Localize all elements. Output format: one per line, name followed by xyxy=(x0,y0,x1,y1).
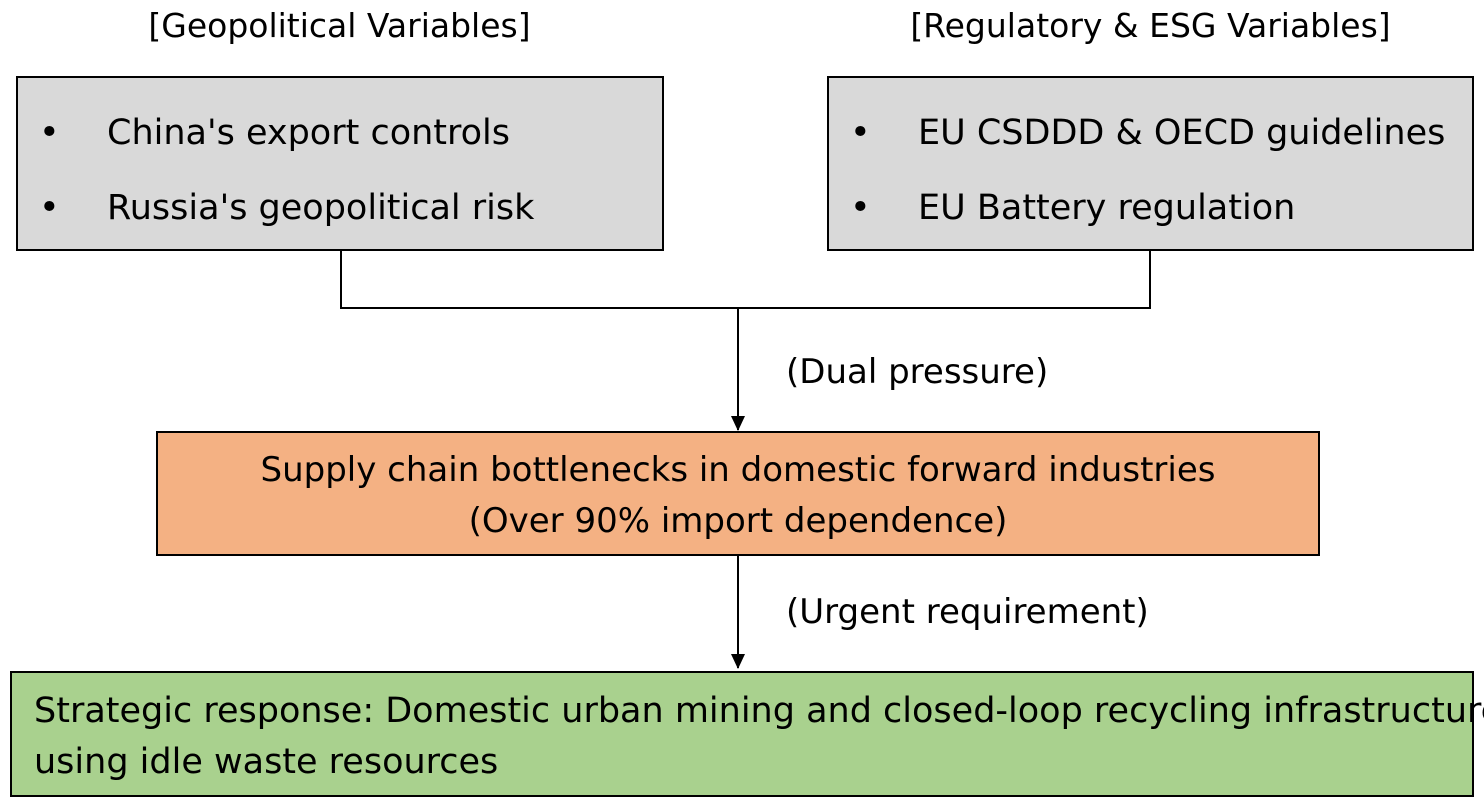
bullet-icon: • xyxy=(39,113,60,153)
list-item: • EU CSDDD & OECD guidelines xyxy=(829,104,1472,179)
list-item: • China's export controls xyxy=(18,104,662,179)
bullet-icon: • xyxy=(850,188,871,228)
dual-pressure-arrowhead-icon xyxy=(731,416,745,431)
strategic-response-box: Strategic response: Domestic urban minin… xyxy=(10,671,1484,797)
bullet-icon: • xyxy=(850,113,871,153)
regulatory-item-csddd: EU CSDDD & OECD guidelines xyxy=(918,113,1446,153)
geopolitical-list: • China's export controls • Russia's geo… xyxy=(18,104,662,254)
urgent-requirement-label: (Urgent requirement) xyxy=(786,592,1149,632)
response-line-2: using idle waste resources xyxy=(34,742,499,782)
regulatory-item-battery: EU Battery regulation xyxy=(918,188,1296,228)
geopolitical-item-russia: Russia's geopolitical risk xyxy=(107,188,535,228)
list-item: • EU Battery regulation xyxy=(829,179,1472,254)
geopolitical-item-china: China's export controls xyxy=(107,113,511,153)
response-line-1: Strategic response: Domestic urban minin… xyxy=(34,691,1484,731)
bottleneck-title: Supply chain bottlenecks in domestic for… xyxy=(260,450,1216,490)
urgent-requirement-arrowhead-icon xyxy=(731,654,745,669)
regulatory-header: [Regulatory & ESG Variables] xyxy=(910,6,1391,45)
bottleneck-subtitle: (Over 90% import dependence) xyxy=(468,501,1008,541)
supply-chain-bottleneck-box: Supply chain bottlenecks in domestic for… xyxy=(156,431,1320,556)
list-item: • Russia's geopolitical risk xyxy=(18,179,662,254)
geopolitical-header: [Geopolitical Variables] xyxy=(148,6,531,45)
merge-connector xyxy=(340,251,1151,309)
regulatory-variables-box: • EU CSDDD & OECD guidelines • EU Batter… xyxy=(827,76,1474,251)
geopolitical-variables-box: • China's export controls • Russia's geo… xyxy=(16,76,664,251)
bullet-icon: • xyxy=(39,188,60,228)
regulatory-list: • EU CSDDD & OECD guidelines • EU Batter… xyxy=(829,104,1472,254)
dual-pressure-label: (Dual pressure) xyxy=(786,352,1049,392)
